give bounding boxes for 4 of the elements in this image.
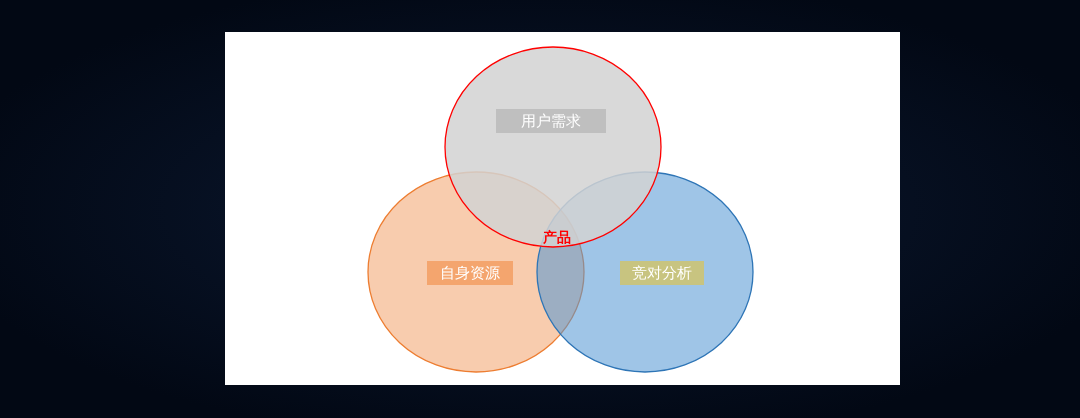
circle-label: 自身资源 (427, 261, 513, 285)
intersection-label: 产品 (543, 229, 571, 247)
circle-label: 竞对分析 (620, 261, 704, 285)
circle-label: 用户需求 (496, 109, 606, 133)
